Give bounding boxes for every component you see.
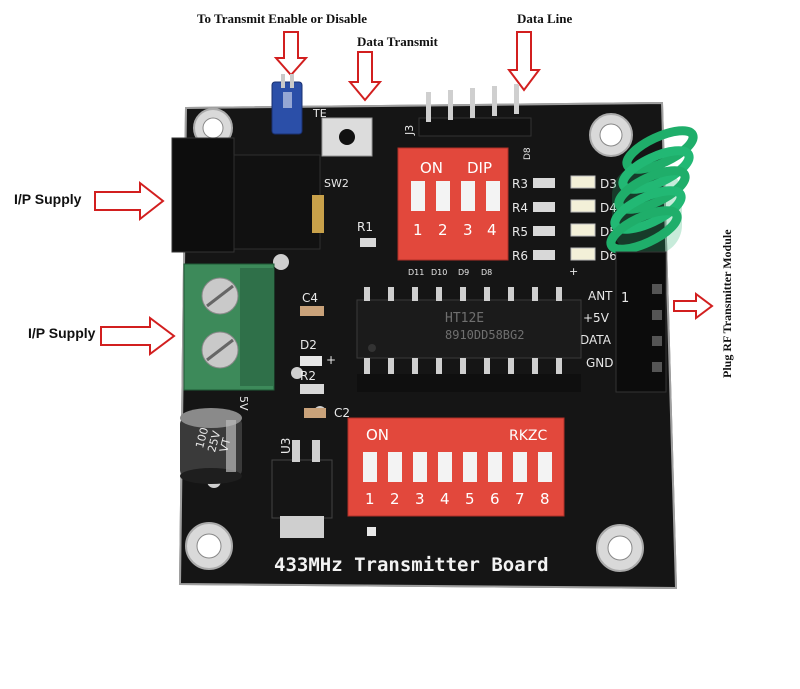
arrow-ip-supply-top-icon bbox=[94, 180, 165, 222]
c2-label: C2 bbox=[334, 406, 350, 420]
rf-module-header bbox=[615, 251, 667, 393]
capacitor-value-text: 100 bbox=[193, 426, 211, 450]
dip4-on-label: ON bbox=[420, 159, 443, 177]
dip8-number: 2 bbox=[390, 490, 400, 508]
dip8-number: 7 bbox=[515, 490, 525, 508]
dip-switch-8 bbox=[347, 417, 565, 517]
dip4-bit-label: D10 bbox=[431, 268, 447, 277]
jumper-block bbox=[271, 74, 303, 135]
rf-pin-label: +5V bbox=[583, 311, 610, 325]
board-title: 433MHz Transmitter Board bbox=[274, 554, 549, 576]
d2-label: D2 bbox=[300, 338, 317, 352]
led-label: R4 bbox=[512, 201, 528, 215]
rf-pin1-label: 1 bbox=[621, 291, 629, 306]
chip-batch-text: 8910DD58BG2 bbox=[445, 328, 524, 342]
callout-data-transmit: Data Transmit bbox=[357, 34, 438, 49]
led-resistor-array bbox=[533, 175, 596, 261]
te-push-button bbox=[321, 117, 373, 157]
te-label: TE bbox=[312, 107, 327, 120]
led-label: D4 bbox=[600, 201, 617, 215]
j3-label: J3 bbox=[403, 125, 416, 136]
electrolytic-capacitor bbox=[180, 408, 242, 484]
dip8-number: 8 bbox=[540, 490, 550, 508]
dc-power-jack bbox=[171, 137, 324, 253]
arrow-plug-rf-icon bbox=[673, 292, 714, 320]
c4-label: C4 bbox=[302, 291, 318, 305]
capacitor-side-label: 5V bbox=[237, 396, 250, 411]
dip4-number: 1 bbox=[413, 221, 423, 239]
led-label: D3 bbox=[600, 177, 617, 191]
callout-ip-supply-bottom: I/P Supply bbox=[28, 325, 96, 341]
dip4-bit-label: D8 bbox=[481, 268, 492, 277]
led-label: D6 bbox=[600, 249, 617, 263]
u3-label: U3 bbox=[279, 438, 293, 454]
r2-label: R2 bbox=[300, 369, 316, 383]
voltage-regulator bbox=[271, 440, 333, 538]
led-plus-mark: + bbox=[569, 265, 578, 278]
sw2-label: SW2 bbox=[324, 177, 349, 190]
r1-label: R1 bbox=[357, 220, 373, 234]
capacitor-voltage-text: 25V bbox=[205, 429, 223, 454]
capacitor-series-text: VT bbox=[217, 436, 233, 453]
callout-transmit-enable: To Transmit Enable or Disable bbox=[197, 11, 367, 26]
dip4-dip-label: DIP bbox=[467, 159, 492, 177]
arrow-data-transmit-icon bbox=[347, 51, 383, 102]
dip4-number: 4 bbox=[487, 221, 497, 239]
rf-pin-label: GND bbox=[586, 356, 614, 370]
dip8-number: 5 bbox=[465, 490, 475, 508]
arrow-transmit-enable-icon bbox=[273, 31, 309, 77]
dip8-brand-label: RKZC bbox=[509, 428, 547, 444]
dip4-number: 2 bbox=[438, 221, 448, 239]
smd-components bbox=[300, 238, 376, 418]
dip4-number: 3 bbox=[463, 221, 473, 239]
d8-label: D8 bbox=[523, 147, 533, 160]
rf-pin-label: ANT bbox=[588, 289, 613, 303]
led-label: R5 bbox=[512, 225, 528, 239]
led-label: R6 bbox=[512, 249, 528, 263]
led-label: R3 bbox=[512, 177, 528, 191]
d2-plus-mark: + bbox=[326, 353, 336, 367]
arrow-data-line-icon bbox=[507, 31, 541, 92]
callout-data-line: Data Line bbox=[517, 11, 573, 26]
dip4-bit-label: D9 bbox=[458, 268, 469, 277]
dip4-bit-label: D11 bbox=[408, 268, 424, 277]
rf-pin-label: DATA bbox=[580, 333, 612, 347]
screw-terminal bbox=[183, 263, 275, 391]
ht12e-encoder-chip bbox=[356, 287, 582, 392]
dip8-number: 1 bbox=[365, 490, 375, 508]
antenna-coil bbox=[606, 126, 698, 255]
dip8-on-label: ON bbox=[366, 426, 389, 444]
callout-ip-supply-top: I/P Supply bbox=[14, 191, 82, 207]
dip8-number: 6 bbox=[490, 490, 500, 508]
arrow-ip-supply-bottom-icon bbox=[100, 316, 176, 356]
dip-switch-4 bbox=[397, 147, 509, 261]
j3-pin-header bbox=[418, 84, 532, 137]
chip-model-text: HT12E bbox=[445, 311, 484, 326]
dip8-number: 3 bbox=[415, 490, 425, 508]
pin1-marker bbox=[367, 527, 376, 536]
dip8-number: 4 bbox=[440, 490, 450, 508]
